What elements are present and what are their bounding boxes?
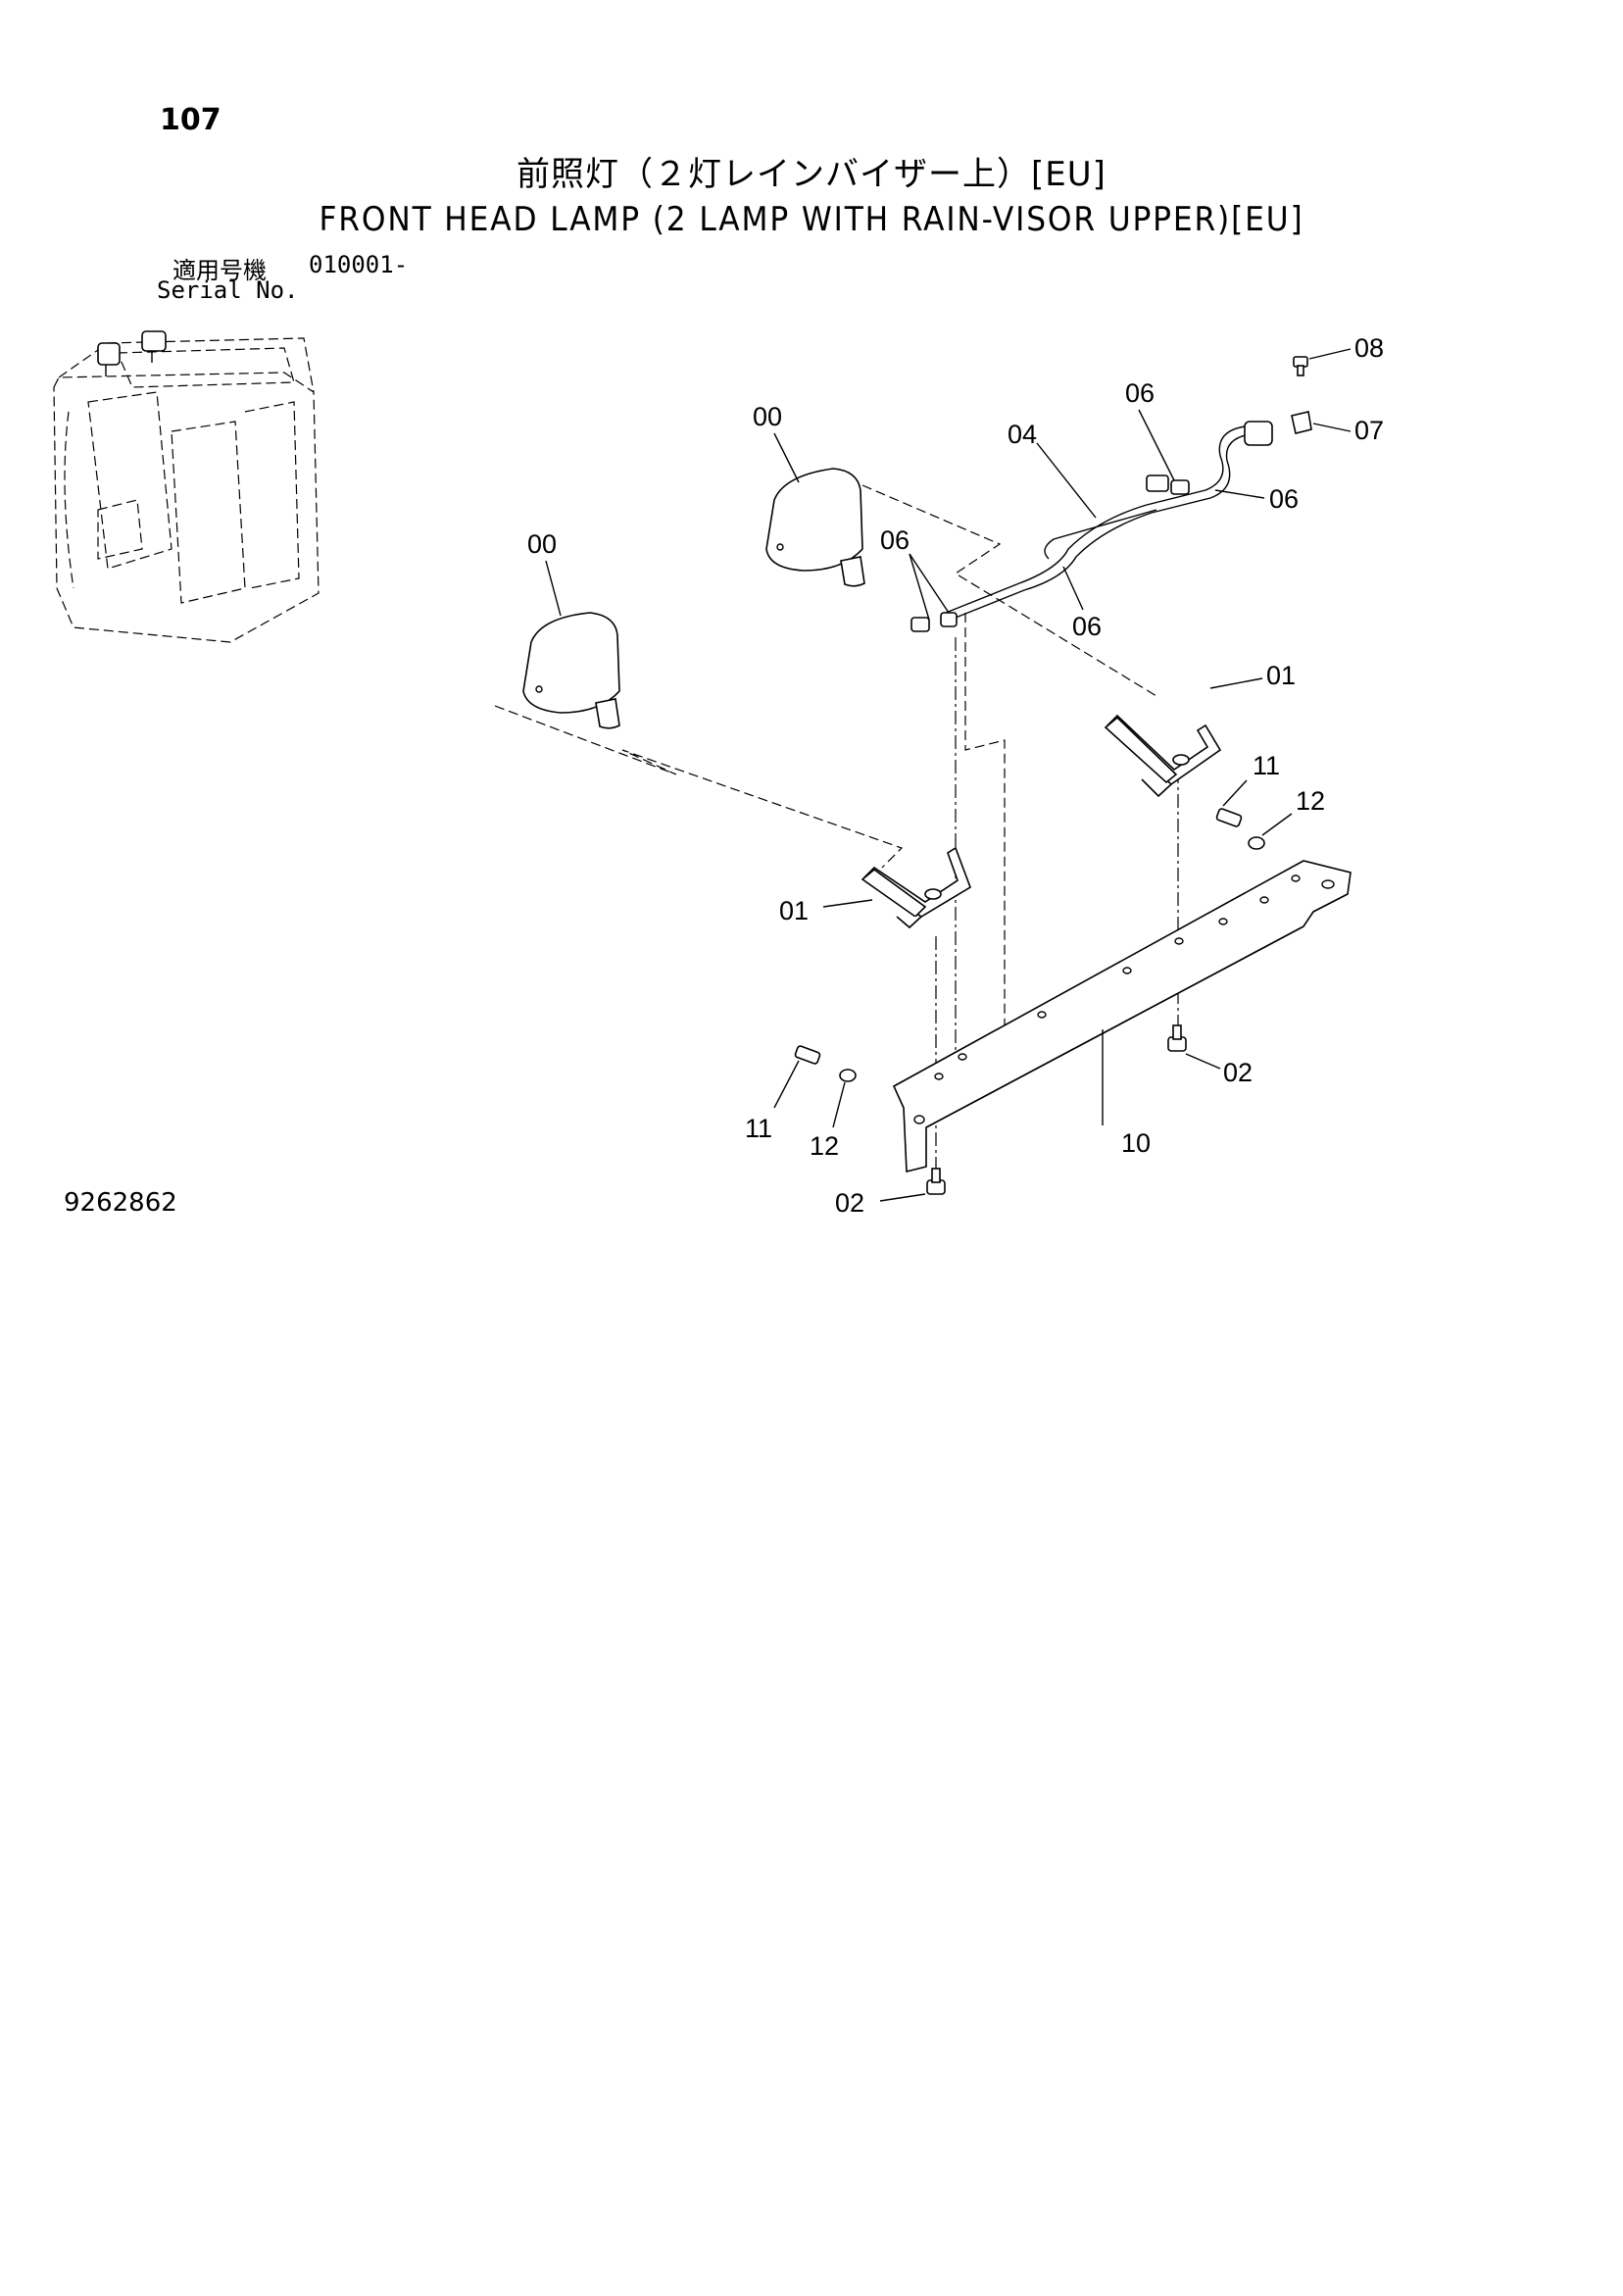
bolt-08 [1293,356,1308,376]
leader-08 [1308,348,1352,360]
page-number: 107 [160,103,221,137]
callout-11-right: 11 [1253,751,1280,780]
leader-00a [773,432,800,483]
leader-02b [879,1193,926,1202]
diagram-title-english: FRONT HEAD LAMP (2 LAMP WITH RAIN-VISOR … [319,200,1304,239]
bolt-11-right [1215,808,1243,827]
callout-10: 10 [1121,1128,1151,1158]
leader-00b [545,560,562,617]
callout-11-left: 11 [745,1114,772,1143]
callout-01-right: 01 [1266,661,1296,690]
callout-02-left: 02 [835,1188,864,1218]
callout-06-clamp: 06 [880,525,910,555]
clip-07 [1291,411,1312,434]
routing-phantom-right [861,484,1157,697]
serial-label-english: Serial No. [157,276,299,304]
leader-12a [1261,813,1293,836]
leader-01b [822,899,873,908]
leader-06a [1138,409,1175,481]
leader-01a [1209,677,1263,689]
callout-02-right: 02 [1223,1058,1253,1087]
callout-12-left: 12 [810,1131,839,1161]
leader-02a [1185,1053,1221,1070]
diagram-title-japanese: 前照灯（２灯レインバイザー上）[EU] [516,155,1107,194]
leader-07 [1312,423,1352,432]
callout-08: 08 [1354,333,1384,363]
callout-06-lower: 06 [1072,612,1102,641]
serial-label-japanese: 適用号機 [172,257,267,284]
leader-06d [1062,566,1084,611]
leader-06c-2 [909,553,950,614]
leader-04 [1036,442,1097,519]
mounting-bar [892,860,1352,1173]
callout-07: 07 [1354,416,1384,445]
leader-11a [1222,779,1248,807]
routing-phantom-harness [964,613,1006,1044]
bracket-left [861,846,971,929]
leader-06c-1 [909,553,930,621]
lamp-left [522,612,620,729]
callout-00-left: 00 [527,529,557,559]
callout-06-right: 06 [1269,484,1299,514]
callout-12-right: 12 [1296,786,1325,816]
callout-00-upper: 00 [753,402,782,431]
bolt-02-right [1167,1024,1187,1052]
leader-06b [1214,489,1265,499]
bracket-right [1104,714,1222,798]
washer-12-left [839,1069,857,1082]
bolt-02-left [926,1168,946,1195]
washer-12-right [1248,836,1265,850]
callout-04: 04 [1008,420,1037,449]
callout-06-top: 06 [1125,378,1155,408]
serial-value: 010001- [309,251,409,278]
lamp-upper [765,468,865,587]
drawing-number: 9262862 [64,1188,177,1218]
leader-11b [773,1060,800,1109]
wire-harness [910,421,1273,632]
leader-12b [832,1081,846,1128]
callout-01-left: 01 [779,896,809,925]
bolt-11-left [794,1045,821,1065]
routing-phantom-left [494,705,904,869]
cab-thumbnail [53,330,320,643]
